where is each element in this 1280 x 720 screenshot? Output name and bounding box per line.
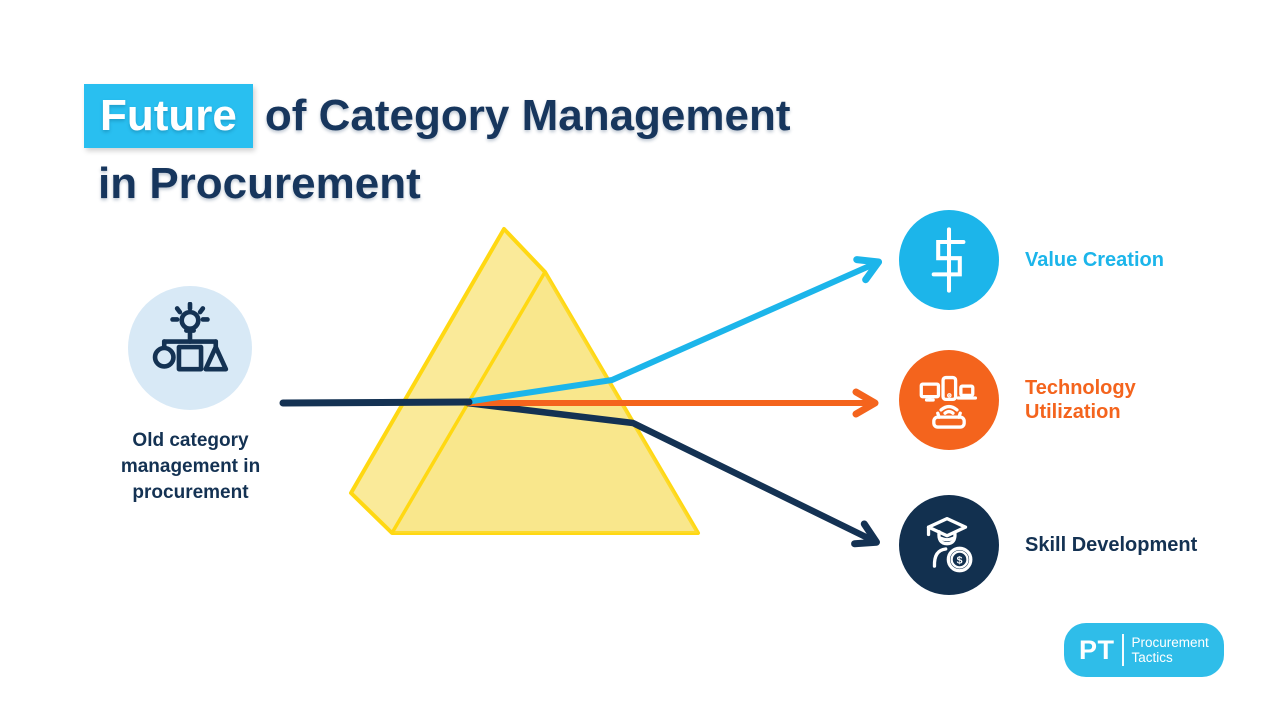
value-creation-circle: [899, 210, 999, 310]
devices-icon: [919, 375, 978, 429]
technology-utilization-circle: [899, 350, 999, 450]
logo-initials: PT: [1079, 634, 1115, 665]
category-idea-icon: [152, 302, 229, 372]
page-title: Future of Category Management in Procure…: [84, 84, 791, 216]
value-ray: [465, 256, 883, 405]
value-creation-label: Value Creation: [1025, 249, 1164, 271]
skill-development-label: Skill Development: [1025, 534, 1198, 556]
dollar-sign-icon: [931, 227, 966, 293]
output-skill-development: $ Skill Development: [899, 495, 1225, 595]
technology-utilization-label: Technology Utilization: [1025, 377, 1136, 423]
title-highlight: Future: [84, 84, 253, 148]
incoming-ray: [279, 398, 473, 407]
source-circle: [128, 286, 252, 410]
title-line2: in Procurement: [98, 159, 421, 208]
graduate-coin-icon: $: [926, 516, 973, 573]
coin-dollar-glyph: $: [957, 554, 963, 566]
logo-divider: [1121, 634, 1124, 666]
logo-name-line1: Procurement: [1131, 634, 1209, 650]
skill-ray: [466, 399, 880, 548]
source-label: Old category management in procurement: [120, 430, 261, 503]
output-value-creation: Value Creation: [899, 210, 1205, 310]
output-technology-utilization: Technology Utilization: [899, 350, 1150, 450]
title-rest: of Category Management: [264, 91, 791, 140]
logo-name-line2: Tactics: [1131, 650, 1173, 665]
procurement-tactics-logo: PT Procurement Tactics: [1064, 623, 1224, 677]
skill-development-circle: $: [899, 495, 999, 595]
logo-name: Procurement Tactics: [1132, 635, 1209, 666]
